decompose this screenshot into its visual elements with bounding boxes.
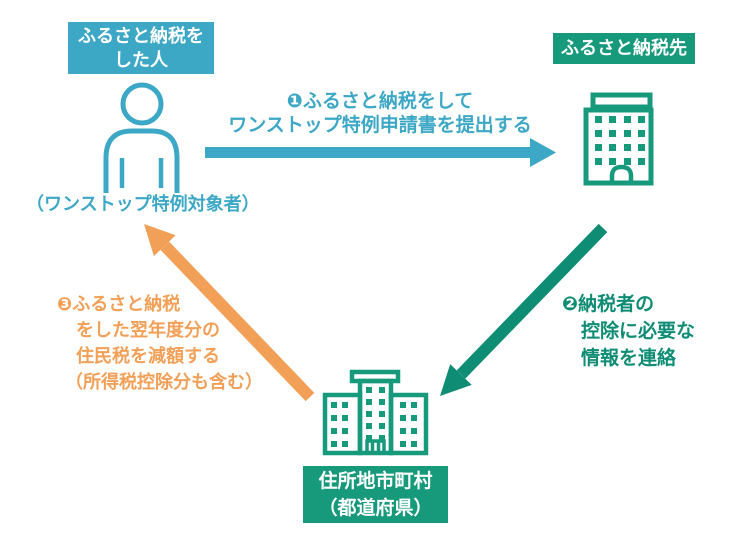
municipality-label-line1: 住所地市町村 [318, 470, 433, 492]
arrow-step3-label-line3: 住民税を減額する [76, 346, 220, 366]
person-icon [103, 82, 180, 193]
city-hall-icon [322, 369, 429, 456]
arrow-step2-label-line2: 控除に必要な [581, 321, 696, 342]
recipient-label-box: ふるさと納税先 [553, 33, 695, 64]
donor-caption: （ワンストップ特例対象者） [26, 194, 260, 214]
arrow-step3 [144, 224, 315, 402]
office-building-icon [583, 92, 654, 186]
arrow-step2 [440, 223, 608, 396]
arrow-step3-label-line4: （所得税控除分も含む） [65, 372, 263, 392]
donor-label-line1: ふるさと納税を [78, 26, 204, 46]
arrow-step1 [205, 138, 556, 167]
arrow-step1-label-line2: ワンストップ特例申請書を提出する [228, 115, 532, 136]
arrow-step2-label-line3: 情報を連絡 [581, 348, 677, 369]
arrow-step3-label: ❸ふるさと納税 をした翌年度分の 住民税を減額する （所得税控除分も含む） [57, 291, 263, 395]
arrow-step1-label: ❶ふるさと納税をして ワンストップ特例申請書を提出する [200, 90, 560, 138]
arrow-step2-label: ❷納税者の 控除に必要な 情報を連絡 [562, 291, 695, 372]
municipality-label-box: 住所地市町村 （都道府県） [303, 466, 448, 523]
arrow-step1-label-line1: ❶ふるさと納税をして [286, 91, 474, 112]
recipient-label: ふるさと納税先 [561, 38, 687, 58]
arrow-step3-label-line1: ❸ふるさと納税 [57, 294, 181, 314]
arrow-step3-label-line2: をした翌年度分の [76, 320, 220, 340]
municipality-label-line2: （都道府県） [318, 497, 433, 519]
donor-label-box: ふるさと納税を した人 [68, 22, 214, 74]
donor-label-line2: した人 [114, 50, 168, 70]
arrow-step2-label-line1: ❷納税者の [562, 294, 655, 315]
